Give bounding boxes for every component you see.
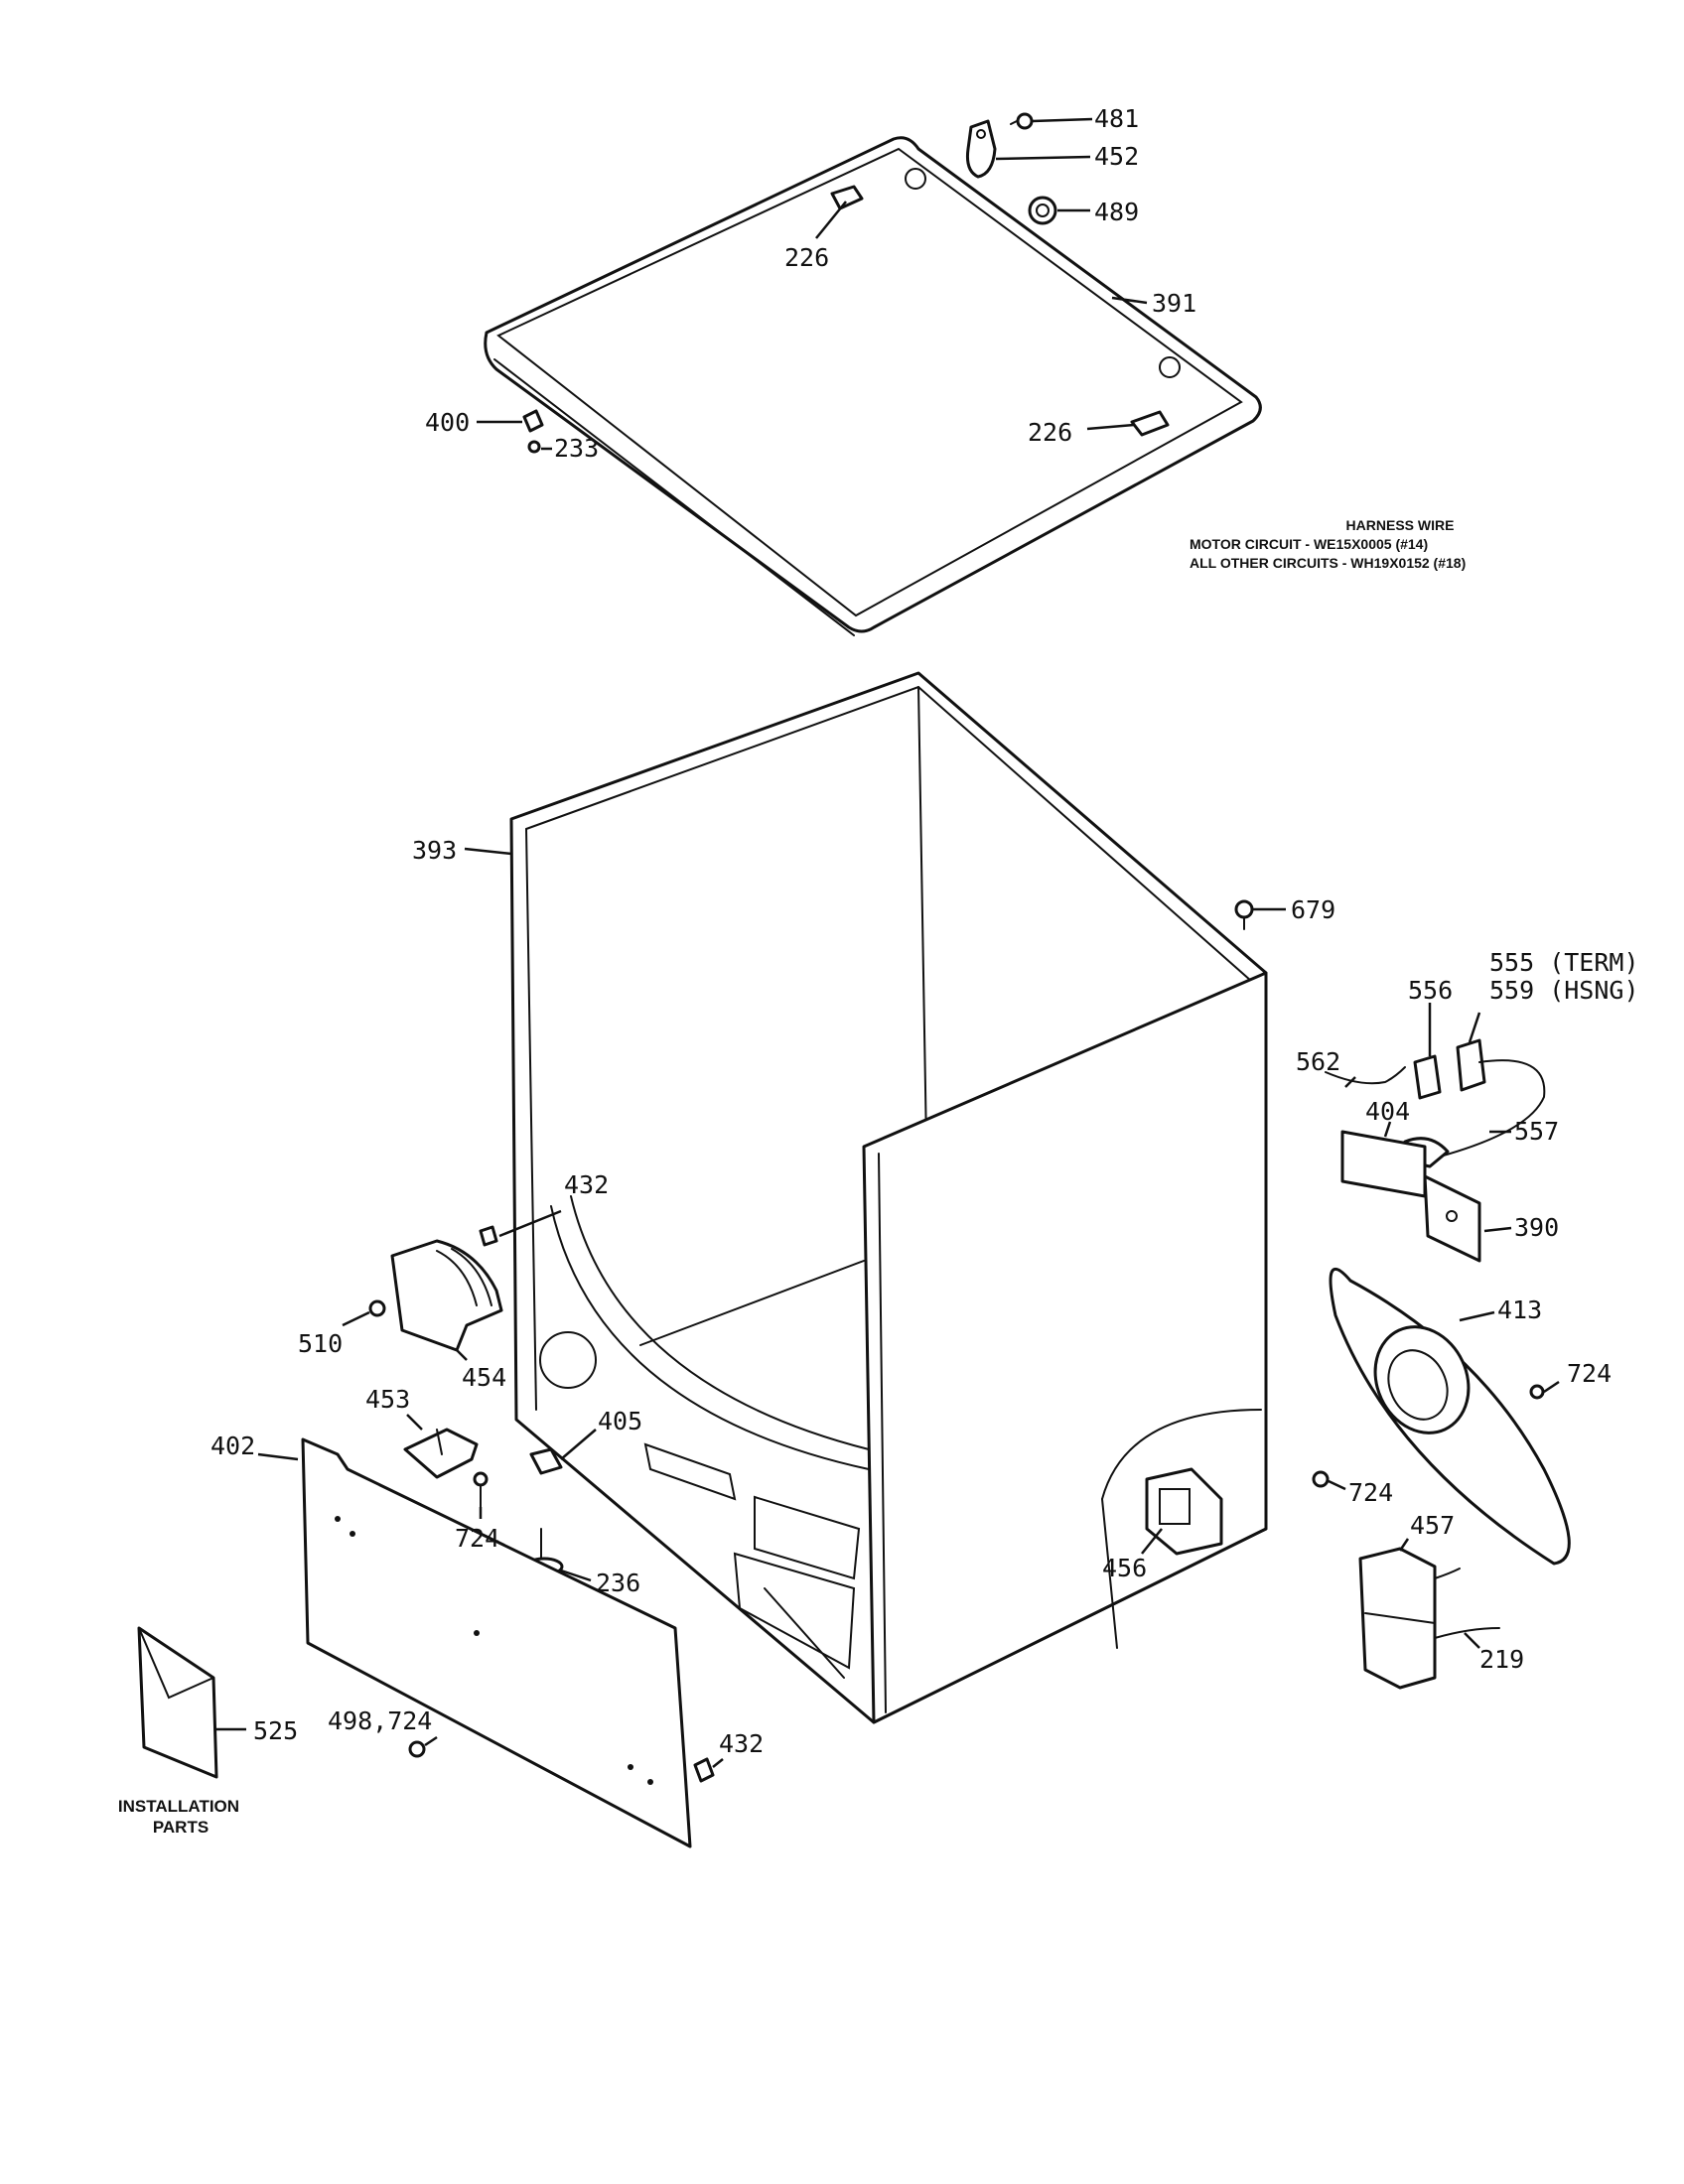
installation-label-line2: PARTS xyxy=(153,1818,209,1837)
callout-557: 557 xyxy=(1514,1117,1559,1146)
callout-226-lower: 226 xyxy=(1028,418,1072,447)
rear-panel-413-part xyxy=(1329,1267,1571,1566)
callout-559: 559 (HSNG) xyxy=(1489,976,1639,1005)
callout-432-upper: 432 xyxy=(564,1170,609,1199)
harness-note-other: ALL OTHER CIRCUITS - WH19X0152 (#18) xyxy=(1190,555,1466,571)
callout-454: 454 xyxy=(462,1363,506,1392)
callout-393: 393 xyxy=(412,836,457,865)
callout-labels: 481 452 489 226 391 400 233 226 393 679 … xyxy=(210,104,1639,1758)
callout-404: 404 xyxy=(1365,1097,1410,1126)
callout-402: 402 xyxy=(210,1432,255,1460)
callout-236: 236 xyxy=(596,1569,640,1597)
callout-456: 456 xyxy=(1102,1554,1147,1582)
bracket-453-part xyxy=(403,1428,479,1479)
callout-400: 400 xyxy=(425,408,470,437)
harness-note-title: HARNESS WIRE xyxy=(1346,517,1455,533)
screw-233-part xyxy=(527,440,541,454)
clip-405-part xyxy=(529,1447,563,1475)
clip-432-upper-part xyxy=(479,1225,498,1247)
cover-clip-upper xyxy=(830,185,864,210)
screw-510-part xyxy=(368,1299,386,1317)
callout-481: 481 xyxy=(1094,104,1139,133)
door-hinge-454-part xyxy=(390,1239,503,1352)
callout-562: 562 xyxy=(1296,1047,1340,1076)
screw-724-right-lower-part xyxy=(1312,1470,1330,1488)
callout-457: 457 xyxy=(1410,1511,1455,1540)
leader-lines xyxy=(216,117,1560,1768)
cover-clip-lower xyxy=(1130,410,1170,437)
callout-679: 679 xyxy=(1291,895,1335,924)
harness-note-motor: MOTOR CIRCUIT - WE15X0005 (#14) xyxy=(1190,536,1428,552)
callout-498-724: 498,724 xyxy=(328,1706,432,1735)
callout-525: 525 xyxy=(253,1716,298,1745)
kick-panel-402-part xyxy=(301,1437,692,1848)
callout-233: 233 xyxy=(554,434,599,463)
callout-452: 452 xyxy=(1094,142,1139,171)
callout-555: 555 (TERM) xyxy=(1489,948,1639,977)
top-cover-part xyxy=(484,136,1262,636)
clip-400-part xyxy=(522,409,544,433)
callout-510: 510 xyxy=(298,1329,343,1358)
callout-724-right-lower: 724 xyxy=(1348,1478,1393,1507)
strain-relief-390-part xyxy=(1423,1174,1481,1263)
grommet-489-part xyxy=(1028,196,1057,225)
hinge-bracket-part xyxy=(966,119,997,179)
screw-724-right-upper-part xyxy=(1529,1384,1545,1400)
block-457-part xyxy=(1358,1547,1500,1690)
harness-wire-note: HARNESS WIRE MOTOR CIRCUIT - WE15X0005 (… xyxy=(1190,517,1466,571)
screw-724-left-part xyxy=(473,1471,489,1508)
callout-219: 219 xyxy=(1479,1645,1524,1674)
callout-489: 489 xyxy=(1094,198,1139,226)
installation-parts-note: INSTALLATION PARTS xyxy=(118,1797,239,1837)
callout-724-right-upper: 724 xyxy=(1567,1359,1612,1388)
installation-parts-envelope-525 xyxy=(137,1626,218,1779)
callout-432-lower: 432 xyxy=(719,1729,764,1758)
callout-724-left: 724 xyxy=(455,1524,499,1553)
callout-556: 556 xyxy=(1408,976,1453,1005)
callout-453: 453 xyxy=(365,1385,410,1414)
clip-432-lower-part xyxy=(693,1757,715,1783)
screw-481-part xyxy=(1010,112,1034,130)
callout-391: 391 xyxy=(1152,289,1196,318)
callout-226-upper: 226 xyxy=(784,243,829,272)
callout-413: 413 xyxy=(1497,1296,1542,1324)
cabinet-part xyxy=(509,671,1268,1724)
terminal-housing-part xyxy=(1413,1038,1486,1100)
leg-bracket-456-part xyxy=(1145,1467,1223,1556)
callout-390: 390 xyxy=(1514,1213,1559,1242)
callout-405: 405 xyxy=(598,1407,642,1435)
screw-679-part xyxy=(1234,899,1254,930)
screw-498-part xyxy=(408,1740,426,1758)
wire-562-part xyxy=(1325,1066,1406,1085)
installation-label-line1: INSTALLATION xyxy=(118,1797,239,1816)
